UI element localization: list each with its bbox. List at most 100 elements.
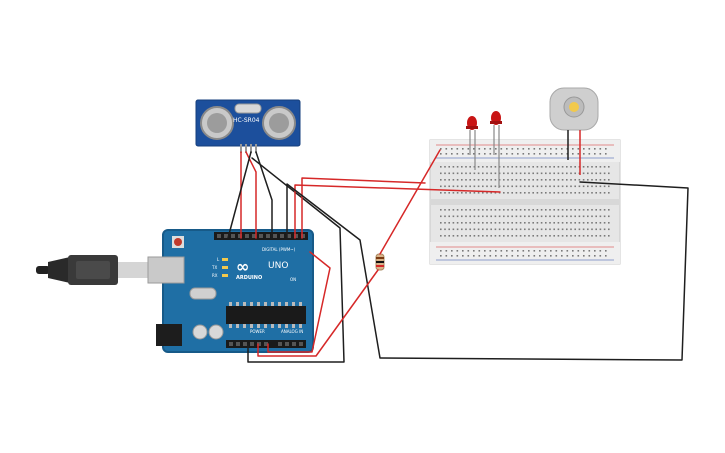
breadboard-hole[interactable]	[595, 222, 597, 224]
breadboard-hole[interactable]	[503, 172, 505, 175]
breadboard-hole[interactable]	[519, 166, 522, 168]
breadboard-hole[interactable]	[574, 172, 576, 175]
breadboard-hole[interactable]	[587, 209, 589, 211]
breadboard-hole[interactable]	[456, 166, 459, 168]
breadboard-hole[interactable]	[452, 166, 455, 168]
breadboard-hole[interactable]	[595, 166, 597, 168]
breadboard-hole[interactable]	[482, 172, 484, 175]
breadboard-hole[interactable]	[524, 166, 526, 168]
breadboard-hole[interactable]	[545, 172, 547, 175]
breadboard-hole[interactable]	[591, 179, 593, 181]
breadboard-hole[interactable]	[503, 192, 505, 194]
breadboard-hole[interactable]	[577, 255, 580, 257]
breadboard-hole[interactable]	[532, 192, 534, 194]
breadboard-hole[interactable]	[577, 250, 580, 252]
breadboard-hole[interactable]	[570, 179, 572, 181]
breadboard-hole[interactable]	[519, 228, 522, 231]
breadboard-hole[interactable]	[477, 166, 480, 168]
resistor-icon[interactable]	[375, 253, 385, 271]
breadboard-hole[interactable]	[528, 255, 530, 257]
breadboard-hole[interactable]	[524, 215, 526, 218]
breadboard-hole[interactable]	[539, 153, 541, 155]
breadboard-hole[interactable]	[561, 179, 564, 181]
breadboard-hole[interactable]	[557, 192, 560, 194]
breadboard-hole[interactable]	[608, 185, 610, 188]
breadboard-hole[interactable]	[549, 166, 551, 168]
breadboard-hole[interactable]	[578, 179, 581, 181]
breadboard-hole[interactable]	[545, 215, 547, 218]
breadboard-hole[interactable]	[540, 228, 543, 231]
breadboard-hole[interactable]	[461, 235, 463, 237]
breadboard-hole[interactable]	[511, 148, 514, 150]
breadboard-hole[interactable]	[511, 192, 513, 194]
breadboard-hole[interactable]	[566, 166, 568, 168]
breadboard-hole[interactable]	[486, 228, 488, 231]
breadboard-hole[interactable]	[486, 166, 488, 168]
breadboard-hole[interactable]	[570, 172, 572, 175]
breadboard-hole[interactable]	[500, 153, 503, 155]
breadboard-hole[interactable]	[448, 185, 450, 188]
breadboard-hole[interactable]	[444, 222, 446, 224]
breadboard-hole[interactable]	[461, 179, 463, 181]
breadboard-hole[interactable]	[605, 255, 607, 257]
breadboard-hole[interactable]	[477, 222, 480, 224]
breadboard-hole[interactable]	[478, 255, 481, 257]
breadboard-hole[interactable]	[469, 172, 471, 175]
breadboard-hole[interactable]	[583, 250, 585, 252]
breadboard-hole[interactable]	[490, 172, 492, 175]
breadboard-hole[interactable]	[444, 179, 446, 181]
breadboard-hole[interactable]	[515, 172, 518, 175]
breadboard-hole[interactable]	[608, 222, 610, 224]
breadboard-hole[interactable]	[473, 209, 476, 211]
breadboard-hole[interactable]	[599, 255, 602, 257]
breadboard-hole[interactable]	[440, 179, 442, 181]
breadboard-hole[interactable]	[469, 185, 471, 188]
breadboard-hole[interactable]	[608, 166, 610, 168]
breadboard-hole[interactable]	[582, 215, 585, 218]
breadboard-hole[interactable]	[462, 153, 464, 155]
breadboard-hole[interactable]	[544, 153, 547, 155]
breadboard-hole[interactable]	[456, 215, 459, 218]
breadboard-hole[interactable]	[503, 222, 505, 224]
breadboard-hole[interactable]	[570, 228, 572, 231]
breadboard-hole[interactable]	[478, 250, 481, 252]
breadboard-hole[interactable]	[503, 185, 505, 188]
breadboard-hole[interactable]	[608, 179, 610, 181]
breadboard-hole[interactable]	[572, 255, 574, 257]
breadboard-hole[interactable]	[489, 148, 492, 150]
breadboard-hole[interactable]	[599, 222, 602, 224]
breadboard-hole[interactable]	[587, 172, 589, 175]
breadboard-hole[interactable]	[587, 215, 589, 218]
breadboard-hole[interactable]	[451, 148, 453, 150]
breadboard-hole[interactable]	[561, 153, 563, 155]
breadboard-hole[interactable]	[539, 255, 541, 257]
breadboard-hole[interactable]	[555, 255, 558, 257]
breadboard-hole[interactable]	[582, 192, 585, 194]
breadboard-hole[interactable]	[553, 228, 555, 231]
breadboard-hole[interactable]	[549, 172, 551, 175]
breadboard-hole[interactable]	[511, 153, 514, 155]
breadboard-hole[interactable]	[440, 172, 442, 175]
breadboard-hole[interactable]	[561, 235, 564, 237]
breadboard-hole[interactable]	[452, 192, 455, 194]
breadboard-hole[interactable]	[574, 192, 576, 194]
breadboard-hole[interactable]	[557, 222, 560, 224]
breadboard-hole[interactable]	[540, 222, 543, 224]
breadboard-hole[interactable]	[532, 235, 534, 237]
breadboard-hole[interactable]	[486, 192, 488, 194]
breadboard-hole[interactable]	[515, 228, 518, 231]
breadboard-hole[interactable]	[524, 222, 526, 224]
breadboard-hole[interactable]	[507, 172, 509, 175]
breadboard-hole[interactable]	[473, 255, 475, 257]
breadboard-hole[interactable]	[461, 172, 463, 175]
breadboard-hole[interactable]	[503, 228, 505, 231]
breadboard-hole[interactable]	[557, 179, 560, 181]
breadboard-hole[interactable]	[456, 255, 459, 257]
breadboard-hole[interactable]	[578, 209, 581, 211]
breadboard-hole[interactable]	[490, 192, 492, 194]
breadboard-hole[interactable]	[595, 228, 597, 231]
breadboard-hole[interactable]	[591, 209, 593, 211]
breadboard-hole[interactable]	[557, 215, 560, 218]
breadboard-hole[interactable]	[603, 209, 606, 211]
breadboard-hole[interactable]	[465, 166, 467, 168]
